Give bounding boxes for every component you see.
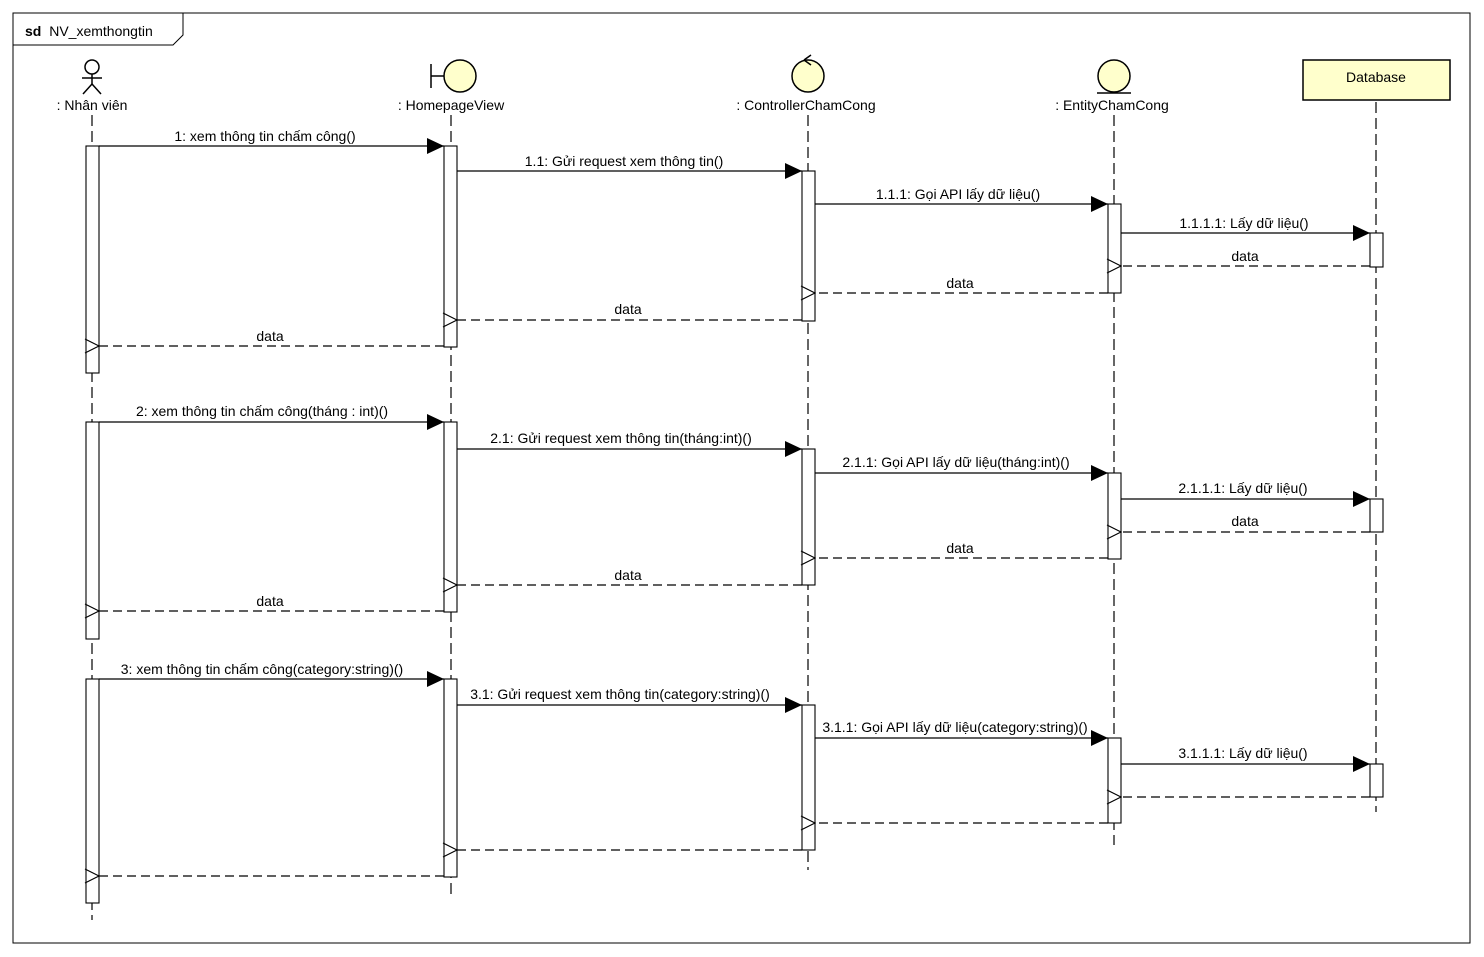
activation-bar xyxy=(801,704,816,851)
message-label: 2: xem thông tin chấm công(tháng : int)(… xyxy=(136,403,388,419)
lifeline-label: : HomepageView xyxy=(398,97,505,113)
message-label: 3.1: Gửi request xem thông tin(category:… xyxy=(470,686,770,702)
lifeline-label: : Nhân viên xyxy=(57,97,128,113)
message-label: 1.1.1: Gọi API lấy dữ liệu() xyxy=(876,186,1040,202)
activation-bar xyxy=(443,421,458,613)
boundary-icon xyxy=(430,59,477,93)
message-label: 2.1.1.1: Lấy dữ liệu() xyxy=(1178,480,1307,496)
control-icon xyxy=(791,54,825,93)
message-label: 3: xem thông tin chấm công(category:stri… xyxy=(121,661,403,677)
activation-bar xyxy=(801,170,816,322)
message-label: 1: xem thông tin chấm công() xyxy=(174,128,355,144)
database-box: Database xyxy=(1302,59,1451,101)
activation-bar xyxy=(1369,498,1384,533)
activation-bar xyxy=(1107,737,1122,824)
message-label: 2.1: Gửi request xem thông tin(tháng:int… xyxy=(490,430,752,446)
lifeline-label: Database xyxy=(1346,69,1406,85)
activation-bar xyxy=(85,145,100,374)
activation-bar xyxy=(1107,472,1122,560)
return-label: data xyxy=(1231,248,1258,264)
message-label: 1.1.1.1: Lấy dữ liệu() xyxy=(1179,215,1308,231)
frame-tab xyxy=(13,13,184,46)
diagram-frame xyxy=(12,12,1471,944)
message-label: 3.1.1.1: Lấy dữ liệu() xyxy=(1178,745,1307,761)
activation-bar xyxy=(443,145,458,348)
message-label: 2.1.1: Gọi API lấy dữ liệu(tháng:int)() xyxy=(842,454,1069,470)
activation-bar xyxy=(85,678,100,904)
return-label: data xyxy=(256,328,283,344)
return-label: data xyxy=(256,593,283,609)
return-label: data xyxy=(614,301,641,317)
entity-icon xyxy=(1097,59,1131,94)
activation-bar xyxy=(443,678,458,878)
activation-bar xyxy=(1107,203,1122,294)
message-label: 1.1: Gửi request xem thông tin() xyxy=(525,153,723,169)
return-label: data xyxy=(946,540,973,556)
return-label: data xyxy=(946,275,973,291)
entity-entity-cham-cong: : EntityChamCong xyxy=(1055,59,1169,113)
activation-bar xyxy=(1369,763,1384,798)
actor-icon xyxy=(82,59,102,95)
message-label: 3.1.1: Gọi API lấy dữ liệu(category:stri… xyxy=(822,719,1087,735)
boundary-homepage-view: : HomepageView xyxy=(398,59,505,113)
actor-nhan-vien: : Nhân viên xyxy=(57,59,128,113)
frame-name: NV_xemthongtin xyxy=(49,23,153,39)
return-label: data xyxy=(1231,513,1258,529)
lifeline-label: : ControllerChamCong xyxy=(736,97,875,113)
activation-bar xyxy=(1369,232,1384,268)
frame-keyword: sd xyxy=(25,23,41,39)
lifeline-label: : EntityChamCong xyxy=(1055,97,1169,113)
activation-bar xyxy=(85,421,100,640)
control-controller-cham-cong: : ControllerChamCong xyxy=(736,54,876,113)
frame-title: sd NV_xemthongtin xyxy=(25,23,153,39)
return-label: data xyxy=(614,567,641,583)
activation-bar xyxy=(801,448,816,586)
